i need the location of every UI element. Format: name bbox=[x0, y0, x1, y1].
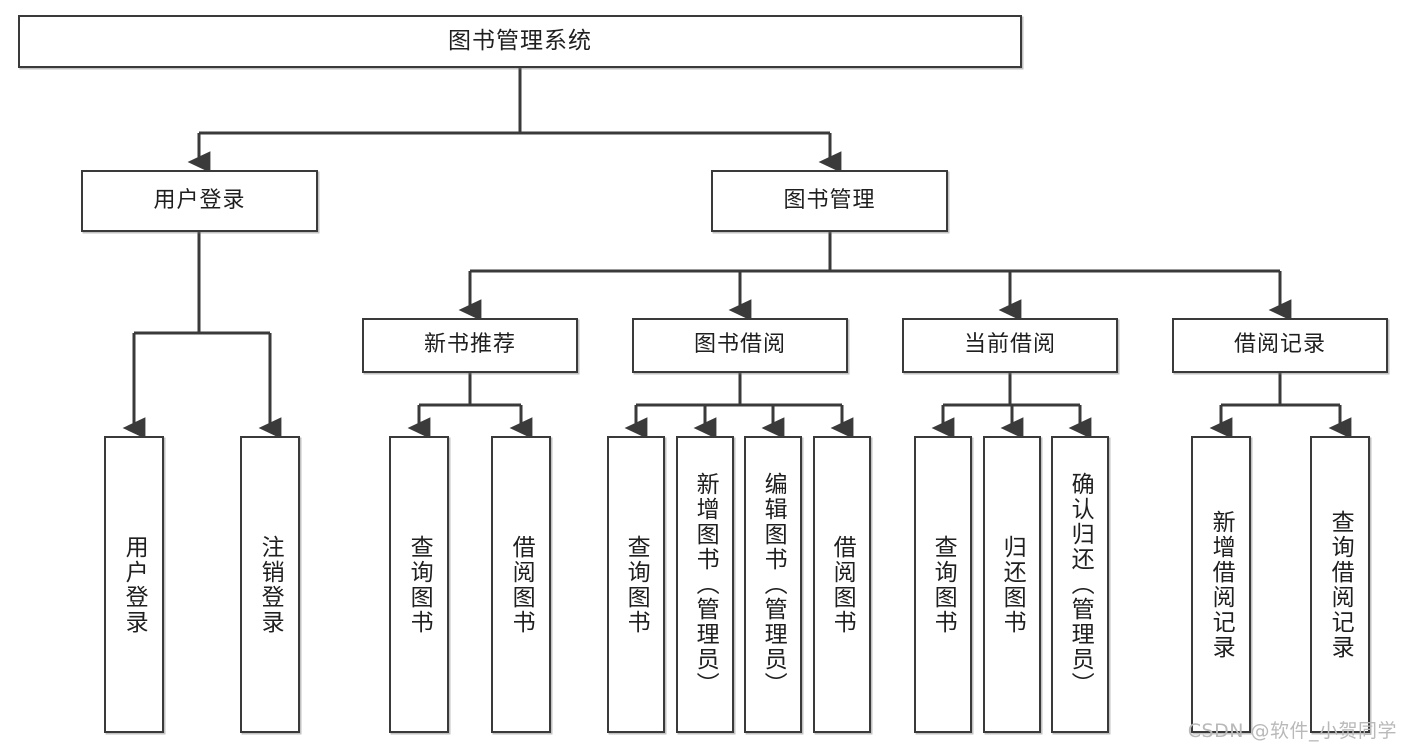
node-leaf-query-book-3-label: 查询图书 bbox=[930, 534, 957, 635]
node-leaf-return-book[interactable]: 归还图书 bbox=[983, 436, 1041, 733]
node-current-borrow-label: 当前借阅 bbox=[963, 332, 1056, 358]
node-leaf-add-record[interactable]: 新增借阅记录 bbox=[1191, 436, 1251, 733]
node-leaf-query-record-label: 查询借阅记录 bbox=[1327, 509, 1354, 660]
csdn-watermark: CSDN @软件_小贺同学 bbox=[1187, 720, 1397, 742]
node-root-label: 图书管理系统 bbox=[448, 27, 592, 54]
node-book-borrow[interactable]: 图书借阅 bbox=[632, 318, 848, 373]
node-leaf-borrow-book-2-label: 借阅图书 bbox=[829, 534, 856, 635]
node-leaf-borrow-book-2[interactable]: 借阅图书 bbox=[813, 436, 871, 733]
node-leaf-add-book[interactable]: 新增图书（管理员） bbox=[676, 436, 734, 733]
node-leaf-borrow-book-1[interactable]: 借阅图书 bbox=[491, 436, 551, 733]
node-leaf-query-book-1-label: 查询图书 bbox=[406, 534, 433, 635]
node-leaf-add-record-label: 新增借阅记录 bbox=[1208, 509, 1235, 660]
node-root[interactable]: 图书管理系统 bbox=[18, 15, 1022, 68]
node-leaf-edit-book[interactable]: 编辑图书（管理员） bbox=[744, 436, 802, 733]
node-leaf-query-record[interactable]: 查询借阅记录 bbox=[1310, 436, 1370, 733]
node-leaf-add-book-label: 新增图书（管理员） bbox=[692, 472, 719, 697]
node-book-manage[interactable]: 图书管理 bbox=[711, 170, 948, 232]
node-leaf-user-login[interactable]: 用户登录 bbox=[104, 436, 164, 733]
node-leaf-query-book-2-label: 查询图书 bbox=[623, 534, 650, 635]
node-leaf-user-logout[interactable]: 注销登录 bbox=[240, 436, 300, 733]
node-leaf-user-login-label: 用户登录 bbox=[121, 534, 148, 635]
node-leaf-return-book-label: 归还图书 bbox=[999, 534, 1026, 635]
node-borrow-record-label: 借阅记录 bbox=[1233, 332, 1326, 358]
node-leaf-confirm-return[interactable]: 确认归还（管理员） bbox=[1051, 436, 1109, 733]
node-book-borrow-label: 图书借阅 bbox=[693, 332, 786, 358]
node-leaf-edit-book-label: 编辑图书（管理员） bbox=[760, 472, 787, 697]
node-user-login-label: 用户登录 bbox=[153, 187, 246, 213]
node-leaf-query-book-2[interactable]: 查询图书 bbox=[607, 436, 665, 733]
node-leaf-borrow-book-1-label: 借阅图书 bbox=[508, 534, 535, 635]
node-current-borrow[interactable]: 当前借阅 bbox=[902, 318, 1118, 373]
node-new-book-recommend[interactable]: 新书推荐 bbox=[362, 318, 578, 373]
node-book-manage-label: 图书管理 bbox=[783, 187, 876, 213]
node-new-book-recommend-label: 新书推荐 bbox=[423, 332, 516, 358]
node-borrow-record[interactable]: 借阅记录 bbox=[1172, 318, 1388, 373]
node-leaf-user-logout-label: 注销登录 bbox=[257, 534, 284, 635]
node-leaf-query-book-1[interactable]: 查询图书 bbox=[389, 436, 449, 733]
node-user-login[interactable]: 用户登录 bbox=[81, 170, 318, 232]
node-leaf-query-book-3[interactable]: 查询图书 bbox=[914, 436, 972, 733]
node-leaf-confirm-return-label: 确认归还（管理员） bbox=[1067, 472, 1094, 697]
